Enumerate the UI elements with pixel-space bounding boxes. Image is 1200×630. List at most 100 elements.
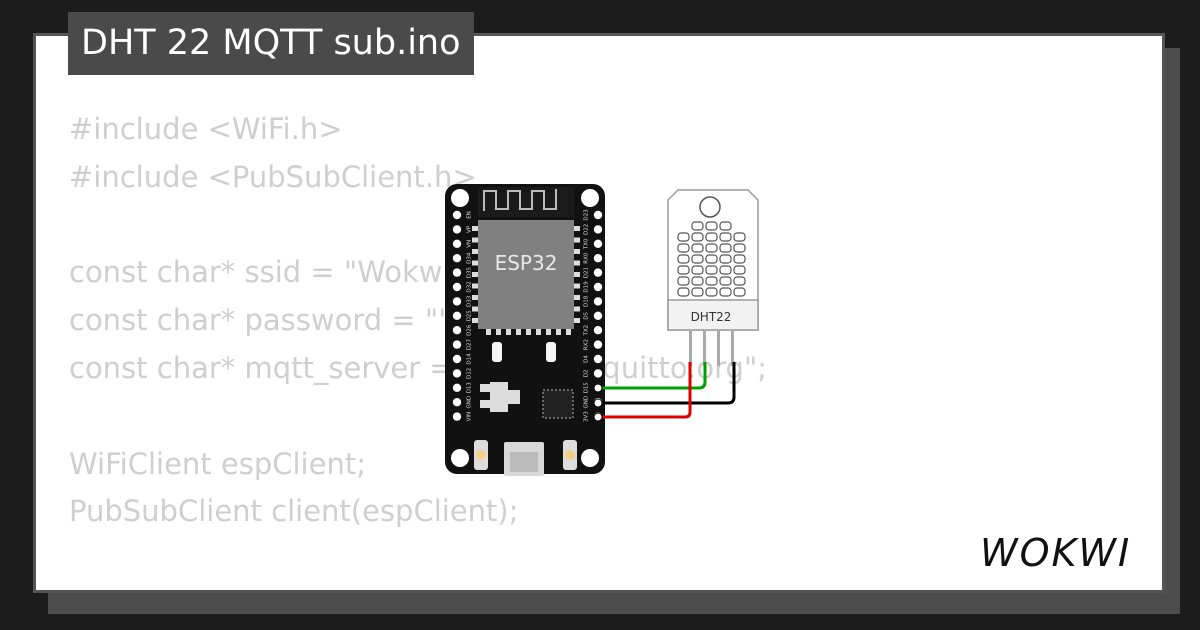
module-pad xyxy=(486,327,491,335)
sensor-vent xyxy=(733,265,746,275)
sensor-vent xyxy=(705,243,718,253)
sensor-vent xyxy=(691,243,704,253)
pin-d2[interactable] xyxy=(593,369,603,378)
pin-en[interactable] xyxy=(452,210,462,220)
pin-label: D14 xyxy=(467,353,473,365)
sensor-vent xyxy=(705,276,718,286)
module-pad xyxy=(572,237,580,243)
pin-d34[interactable] xyxy=(452,254,462,263)
pin-d13[interactable] xyxy=(452,383,462,392)
module-pad xyxy=(516,327,521,335)
sensor-vent xyxy=(677,243,690,253)
pin-label: VIN xyxy=(467,412,473,422)
module-pad xyxy=(472,295,480,300)
boot-button[interactable] xyxy=(474,440,488,470)
sensor-vent xyxy=(719,287,732,297)
pin-d5[interactable] xyxy=(593,311,603,320)
pin-d25[interactable] xyxy=(452,311,462,320)
pin-label: D34 xyxy=(467,252,473,264)
wokwi-logo[interactable]: WOKWI xyxy=(976,528,1152,576)
sensor-vent xyxy=(677,254,690,264)
esp32-label: ESP32 xyxy=(495,251,558,275)
pin-d12[interactable] xyxy=(452,369,462,378)
pin-label: TX0 xyxy=(584,238,590,250)
pin-gnd[interactable] xyxy=(452,398,462,407)
wire-data[interactable] xyxy=(598,362,707,390)
sensor-vent xyxy=(733,287,746,297)
pin-label: D2 xyxy=(584,370,590,378)
sensor-vent xyxy=(677,287,690,297)
sensor-vent xyxy=(691,232,704,242)
pin-label: D15 xyxy=(584,382,590,394)
pin-label: D19 xyxy=(584,281,590,293)
module-pad xyxy=(472,237,480,243)
pin-label: RX2 xyxy=(584,339,590,350)
pin-d19[interactable] xyxy=(593,282,603,292)
sensor-vent xyxy=(719,221,732,231)
pin-d32[interactable] xyxy=(452,282,462,292)
wire-vcc[interactable] xyxy=(598,362,692,419)
pin-d27[interactable] xyxy=(452,340,462,349)
sensor-vent xyxy=(705,232,718,242)
code-preview: #include <WiFi.h>#include <PubSubClient.… xyxy=(69,106,767,590)
sensor-pins xyxy=(689,330,734,366)
wire-gnd[interactable] xyxy=(598,362,736,405)
pin-label: D27 xyxy=(467,338,473,350)
pin-rx2[interactable] xyxy=(593,340,603,349)
pin-d26[interactable] xyxy=(452,326,462,335)
sensor-vent xyxy=(733,232,746,242)
reset-button[interactable] xyxy=(563,440,577,470)
module-pad xyxy=(572,226,580,231)
module-pad xyxy=(472,260,480,266)
sensor-vent xyxy=(705,265,718,275)
pin-label: D13 xyxy=(467,382,473,394)
pin-d4[interactable] xyxy=(593,354,603,364)
pin-label: D23 xyxy=(584,209,590,221)
pin-d33[interactable] xyxy=(452,297,462,306)
sensor-vent xyxy=(691,265,704,275)
pin-label: D12 xyxy=(467,368,473,379)
pin-label: D21 xyxy=(584,267,590,278)
voltage-regulator xyxy=(480,382,520,412)
pin-vn[interactable] xyxy=(452,239,462,248)
pin-rx0[interactable] xyxy=(593,254,603,263)
pin-d22[interactable] xyxy=(593,225,603,234)
module-pad xyxy=(572,283,580,289)
sensor-vent xyxy=(733,254,746,264)
sensor-vent xyxy=(705,221,718,231)
pin-label: D35 xyxy=(467,266,473,278)
sensor-vent xyxy=(719,265,732,275)
sensor-vent xyxy=(691,276,704,286)
svg-text:WOKWI: WOKWI xyxy=(980,531,1131,575)
esp32-module-shield xyxy=(478,220,574,329)
pin-label: TX2 xyxy=(584,325,590,337)
pin-tx0[interactable] xyxy=(593,239,603,248)
pin-tx2[interactable] xyxy=(593,326,603,335)
dht22-sensor[interactable]: DHT22 xyxy=(667,189,759,366)
pin-d14[interactable] xyxy=(452,354,462,364)
module-pad xyxy=(572,272,580,277)
sensor-vent xyxy=(677,232,690,242)
pin-vp[interactable] xyxy=(452,225,462,234)
pin-gnd-connector xyxy=(593,398,603,408)
pin-d35[interactable] xyxy=(452,268,462,277)
module-pad xyxy=(526,327,531,335)
pin-d15-connector xyxy=(593,383,603,393)
module-pad xyxy=(556,327,561,335)
pin-label: D33 xyxy=(467,295,473,307)
dht22-label: DHT22 xyxy=(691,310,732,324)
module-pad xyxy=(572,295,580,300)
pin-d21[interactable] xyxy=(593,268,603,277)
project-title[interactable]: DHT 22 MQTT sub.ino xyxy=(68,12,474,75)
pin-vin[interactable] xyxy=(452,412,462,421)
pin-label: D5 xyxy=(584,311,590,319)
pin-d18[interactable] xyxy=(593,297,603,306)
esp32-board[interactable]: ESP32 ENVPVND34D35D32D33D25D26D27D14D12D… xyxy=(445,184,605,476)
usb-port xyxy=(504,442,544,476)
pin-label: VP xyxy=(467,225,473,233)
antenna-trace xyxy=(483,189,557,211)
pin-d23[interactable] xyxy=(593,210,603,220)
module-pad xyxy=(472,283,480,289)
capacitor xyxy=(546,342,556,362)
module-pad xyxy=(546,327,551,335)
